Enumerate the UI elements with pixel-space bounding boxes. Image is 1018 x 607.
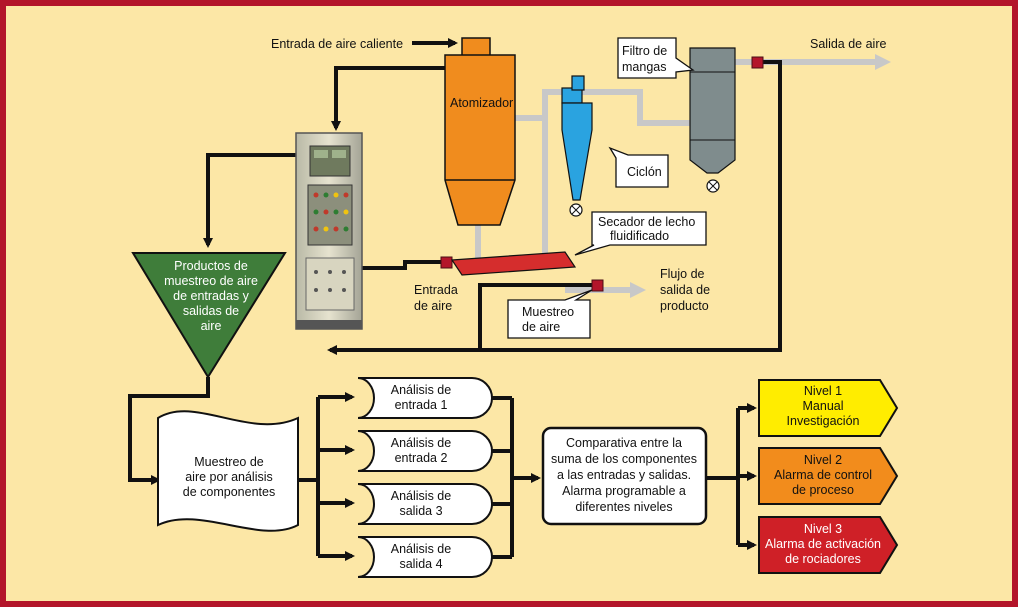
svg-text:aire: aire [201,319,222,333]
funnel-text: Productos de muestreo de aire de entrada… [164,259,258,333]
svg-text:de entradas y: de entradas y [173,289,249,303]
air-inlet-label: Entrada de aire [414,283,458,313]
hot-air-inlet-label: Entrada de aire caliente [271,37,403,51]
svg-text:fluidificado: fluidificado [610,229,669,243]
analysis-box-4: Análisis de salida 4 [357,536,493,578]
svg-text:muestreo de aire: muestreo de aire [164,274,258,288]
svg-text:de proceso: de proceso [792,483,854,497]
svg-text:entrada 1: entrada 1 [395,398,448,412]
svg-text:Análisis de: Análisis de [391,383,451,397]
analysis-box-2: Análisis de entrada 2 [357,430,493,472]
svg-text:de aire: de aire [522,320,560,334]
fluid-bed-dryer [450,251,577,276]
svg-text:mangas: mangas [622,60,666,74]
comparison-to-level-lines [706,403,757,550]
sampling-products-funnel [131,252,287,379]
svg-text:Comparativa entre la: Comparativa entre la [566,436,682,450]
svg-text:aire por análisis: aire por análisis [185,470,273,484]
callout-air-sampling: Muestreo de aire [507,289,593,339]
svg-text:de rociadores: de rociadores [785,552,861,566]
svg-text:Entrada: Entrada [414,283,458,297]
svg-text:Ciclón: Ciclón [627,165,662,179]
level-3-box: Nivel 3 Alarma de activación de rociador… [758,516,899,574]
svg-text:salidas de: salidas de [183,304,239,318]
svg-text:Análisis de: Análisis de [391,436,451,450]
svg-text:entrada 2: entrada 2 [395,451,448,465]
svg-text:de componentes: de componentes [183,485,275,499]
svg-text:salida 4: salida 4 [399,557,442,571]
comparison-box: Comparativa entre la suma de los compone… [541,426,708,526]
svg-text:Manual: Manual [803,399,844,413]
funnel-to-document-line [128,377,210,485]
air-sampling-document [157,410,299,532]
svg-text:diferentes niveles: diferentes niveles [575,500,672,514]
svg-text:suma de los componentes: suma de los componentes [551,452,697,466]
svg-text:Nivel 2: Nivel 2 [804,453,842,467]
svg-text:Nivel 3: Nivel 3 [804,522,842,536]
svg-text:Alarma de activación: Alarma de activación [765,537,881,551]
document-to-analysis-lines [298,392,355,561]
svg-text:Flujo de: Flujo de [660,267,705,281]
callout-bag-filter: Filtro de mangas [617,37,695,79]
cyclone [561,75,593,217]
svg-text:salida de: salida de [660,283,710,297]
svg-text:Nivel 1: Nivel 1 [804,384,842,398]
atomizer-dryer [444,37,516,226]
product-outflow-label: Flujo de salida de producto [660,267,710,313]
analysis-box-1: Análisis de entrada 1 [357,377,493,419]
analysis-box-3: Análisis de salida 3 [357,483,493,525]
svg-text:Análisis de: Análisis de [391,489,451,503]
callout-fluid-bed: Secador de lecho fluidificado [574,211,707,256]
svg-text:Alarma de control: Alarma de control [774,468,872,482]
level-2-box: Nivel 2 Alarma de control de proceso [758,447,899,505]
analysis-to-comparison-lines [492,396,541,559]
svg-text:Filtro de: Filtro de [622,44,667,58]
svg-text:Muestreo: Muestreo [522,305,574,319]
atomizer-label: Atomizador [450,96,513,110]
document-text: Muestreo de aire por análisis de compone… [183,455,275,499]
svg-text:Investigación: Investigación [787,414,860,428]
svg-text:Productos de: Productos de [174,259,248,273]
level-1-box: Nivel 1 Manual Investigación [758,379,899,437]
svg-text:salida 3: salida 3 [399,504,442,518]
callout-cyclone: Ciclón [608,146,669,188]
control-cabinet [295,132,363,330]
svg-text:Análisis de: Análisis de [391,542,451,556]
svg-text:Muestreo de: Muestreo de [194,455,264,469]
svg-text:a las entradas y salidas.: a las entradas y salidas. [557,468,691,482]
svg-text:Secador de lecho: Secador de lecho [598,215,695,229]
air-outlet-label: Salida de aire [810,37,886,51]
svg-text:de aire: de aire [414,299,452,313]
svg-text:producto: producto [660,299,709,313]
svg-text:Alarma programable a: Alarma programable a [562,484,686,498]
bag-filter [689,47,736,193]
